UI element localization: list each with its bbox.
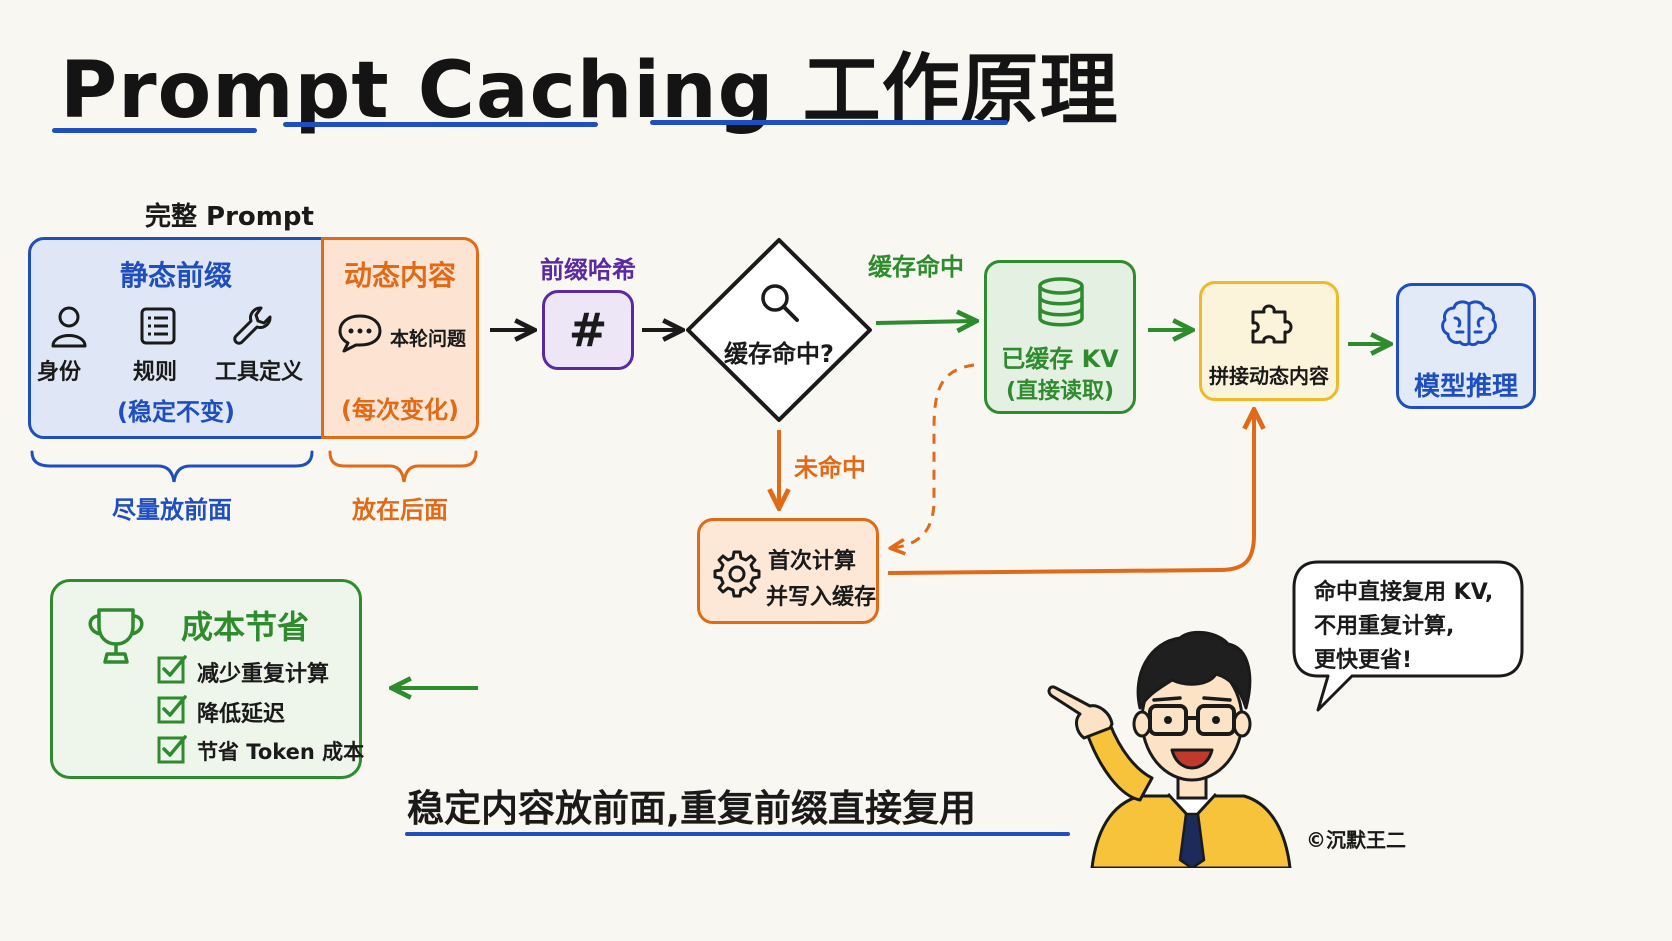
cached-kv-box: 已缓存 KV (直接读取) bbox=[984, 260, 1136, 414]
title-underline-1 bbox=[52, 128, 257, 133]
cached-kv-subtitle: (直接读取) bbox=[1005, 379, 1115, 404]
speech-line-1: 命中直接复用 KV, bbox=[1314, 580, 1494, 605]
compute-title: 首次计算 bbox=[768, 549, 857, 574]
cartoon-person bbox=[1047, 630, 1292, 868]
person-icon bbox=[51, 306, 87, 348]
decision-diamond bbox=[686, 238, 872, 422]
dynamic-content-box: 动态内容 本轮问题 (每次变化) bbox=[321, 237, 479, 439]
compute-box: 首次计算 并写入缓存 bbox=[697, 518, 879, 624]
puzzle-icon bbox=[1251, 304, 1293, 344]
static-item-rules: 规则 bbox=[133, 360, 178, 385]
title-underline-2 bbox=[283, 122, 598, 127]
title-underline-3 bbox=[650, 120, 1008, 125]
concat-label: 拼接动态内容 bbox=[1209, 364, 1329, 388]
speech-line-2: 不用重复计算, bbox=[1314, 614, 1455, 639]
bottom-caption: 稳定内容放前面,重复前缀直接复用 bbox=[407, 787, 977, 830]
database-icon bbox=[1038, 277, 1084, 327]
miss-label: 未命中 bbox=[794, 454, 866, 482]
caption-underline bbox=[405, 832, 1070, 836]
speech-bubble bbox=[1292, 560, 1524, 712]
checkbox-icon bbox=[157, 735, 187, 764]
dynamic-content-note: (每次变化) bbox=[341, 396, 459, 424]
trophy-icon bbox=[88, 608, 144, 664]
prompt-box-title: 完整 Prompt bbox=[145, 202, 314, 232]
dynamic-item-question: 本轮问题 bbox=[390, 328, 467, 350]
static-item-tools: 工具定义 bbox=[215, 360, 304, 385]
static-prefix-note: (稳定不变) bbox=[117, 398, 235, 426]
inference-label: 模型推理 bbox=[1413, 372, 1518, 402]
hash-symbol: # bbox=[568, 303, 608, 357]
hit-label: 缓存命中 bbox=[868, 253, 964, 281]
gear-icon bbox=[713, 550, 761, 598]
arrow-compute-to-concat bbox=[887, 412, 1254, 575]
hash-box: # bbox=[542, 290, 634, 370]
speech-line-3: 更快更省! bbox=[1314, 648, 1413, 673]
decision-label: 缓存命中? bbox=[724, 340, 834, 368]
copyright: ©沉默王二 bbox=[1306, 828, 1406, 852]
brain-icon bbox=[1441, 300, 1497, 347]
arrow-cache-write-dashed bbox=[892, 363, 975, 548]
concat-box: 拼接动态内容 bbox=[1199, 281, 1339, 401]
wrench-icon bbox=[233, 306, 272, 345]
savings-box: 成本节省 减少重复计算 降低延迟 节省 Token 成本 bbox=[50, 579, 365, 779]
dynamic-brace-label: 放在后面 bbox=[352, 496, 448, 524]
savings-item-3: 节省 Token 成本 bbox=[197, 740, 365, 764]
dynamic-content-heading: 动态内容 bbox=[343, 259, 456, 292]
compute-subtitle: 并写入缓存 bbox=[766, 585, 877, 610]
cached-kv-title: 已缓存 KV bbox=[1001, 345, 1119, 373]
document-list-icon bbox=[140, 307, 176, 345]
arrow-hit bbox=[875, 321, 974, 323]
inference-box: 模型推理 bbox=[1396, 283, 1536, 409]
dynamic-brace bbox=[328, 450, 478, 483]
savings-item-2: 降低延迟 bbox=[197, 702, 286, 727]
checkbox-icon bbox=[157, 655, 187, 684]
static-item-identity: 身份 bbox=[37, 360, 82, 385]
static-brace-label: 尽量放前面 bbox=[112, 496, 232, 524]
checkbox-icon bbox=[157, 695, 187, 724]
static-brace bbox=[30, 450, 314, 483]
static-prefix-heading: 静态前缀 bbox=[119, 259, 232, 292]
savings-item-1: 减少重复计算 bbox=[197, 662, 330, 687]
magnifier-icon bbox=[761, 284, 799, 322]
chat-bubble-icon bbox=[338, 314, 382, 353]
hash-label: 前缀哈希 bbox=[540, 256, 636, 284]
static-prefix-box: 静态前缀 身份 规则 工具定义 (稳定不变) bbox=[28, 237, 324, 439]
savings-heading: 成本节省 bbox=[181, 608, 310, 646]
